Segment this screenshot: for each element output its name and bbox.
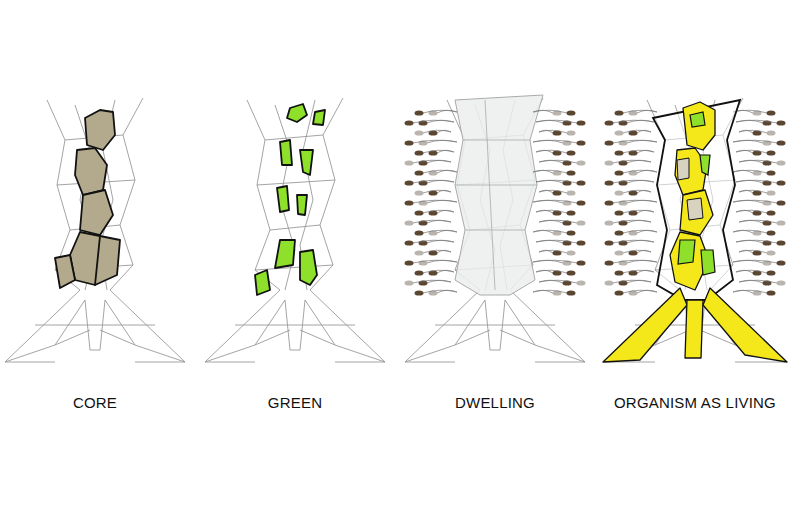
- dwelling-diagram: [405, 95, 586, 362]
- panel-label: DWELLING: [455, 394, 535, 411]
- panel-label: GREEN: [268, 394, 322, 411]
- dwelling-pods: [405, 110, 586, 295]
- core-diagram: [5, 98, 185, 362]
- organism-diagram: [603, 98, 787, 362]
- green-diagram: [205, 98, 385, 362]
- panel-label: ORGANISM AS LIVING: [614, 394, 776, 411]
- panel-label: CORE: [73, 394, 117, 411]
